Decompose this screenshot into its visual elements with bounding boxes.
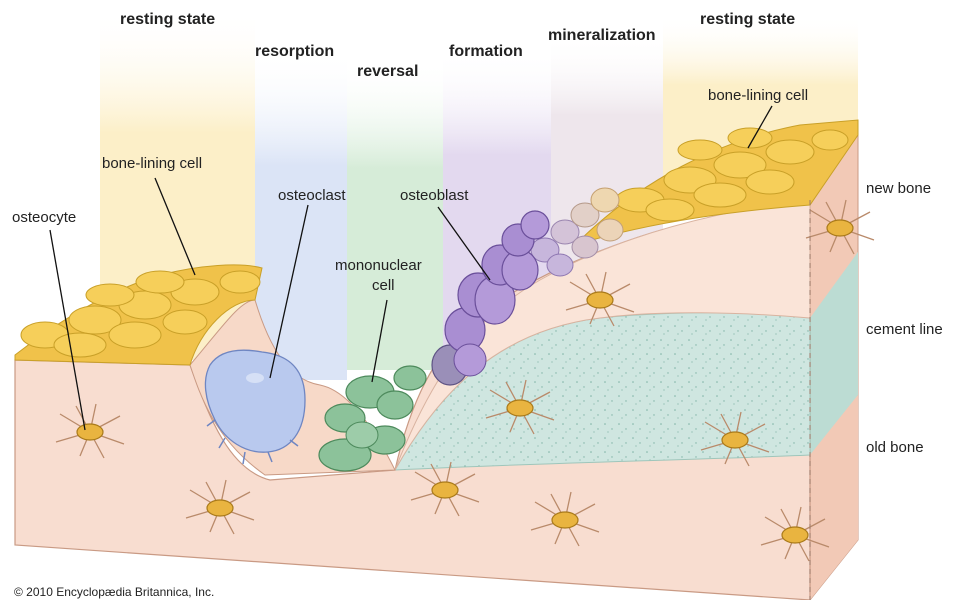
- label-mononuclear-line1: mononuclear: [335, 257, 422, 274]
- label-new-bone: new bone: [866, 180, 931, 197]
- label-osteoclast: osteoclast: [278, 187, 346, 204]
- label-old-bone: old bone: [866, 439, 924, 456]
- stage-title-resting-right: resting state: [700, 11, 795, 28]
- label-mononuclear-line2: cell: [372, 277, 395, 294]
- label-bone-lining-right: bone-lining cell: [708, 87, 808, 104]
- band-resorption: [255, 50, 347, 380]
- stage-title-formation: formation: [449, 43, 523, 60]
- label-osteoblast: osteoblast: [400, 187, 469, 204]
- band-reversal: [347, 60, 443, 370]
- label-osteocyte: osteocyte: [12, 209, 76, 226]
- label-bone-lining-left: bone-lining cell: [102, 155, 202, 172]
- label-cement-line: cement line: [866, 321, 943, 338]
- stage-title-mineralization: mineralization: [548, 27, 656, 44]
- copyright-credit: © 2010 Encyclopædia Britannica, Inc.: [14, 585, 214, 599]
- stage-title-resorption: resorption: [255, 43, 334, 60]
- stage-title-reversal: reversal: [357, 63, 418, 80]
- stage-title-resting-left: resting state: [120, 11, 215, 28]
